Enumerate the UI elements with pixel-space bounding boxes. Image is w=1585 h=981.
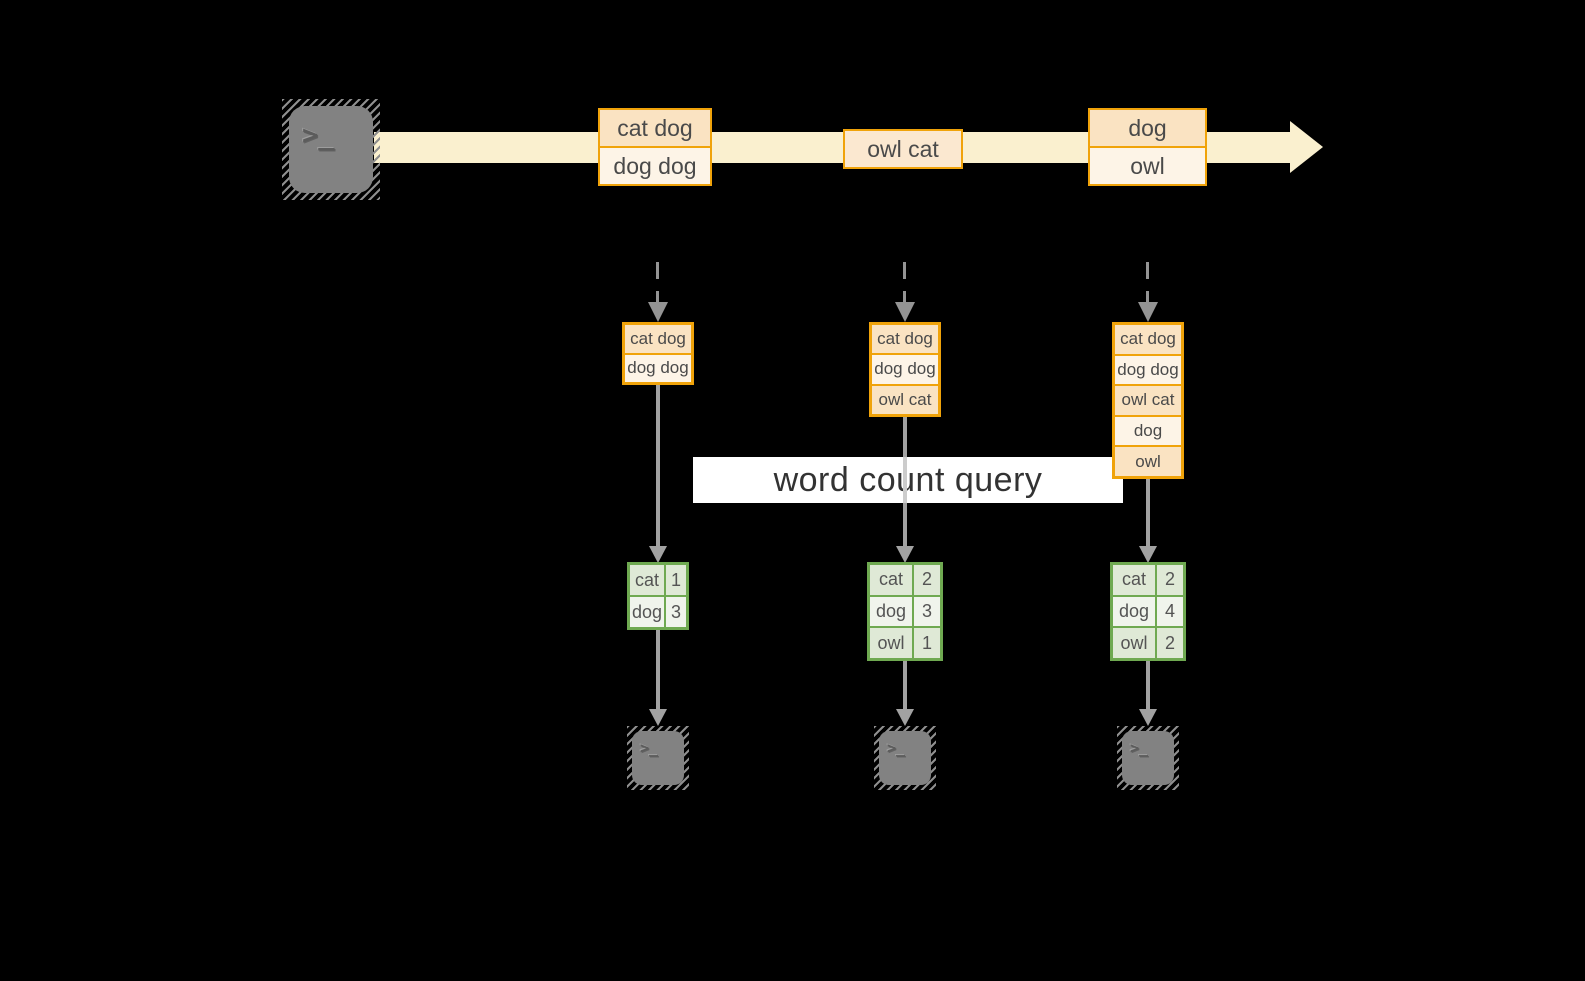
connector-arrowhead-icon	[896, 546, 914, 563]
input-table-3: cat dog dog dog owl cat dog owl	[1112, 322, 1184, 479]
terminal-prompt-glyph: >_	[640, 739, 659, 757]
terminal-sink-frame: >_	[1117, 726, 1179, 790]
stream-batch-1: cat dog dog dog	[598, 108, 712, 186]
input-record: cat dog	[872, 325, 938, 354]
stream-arrowhead-icon	[1290, 121, 1323, 173]
terminal-sink-frame: >_	[874, 726, 936, 790]
dashed-arrowhead-icon	[648, 302, 668, 322]
count-value-cell: 2	[914, 565, 940, 595]
input-table-2: cat dog dog dog owl cat	[869, 322, 941, 417]
count-value-cell: 4	[1157, 596, 1183, 627]
query-label-banner: word count query	[693, 457, 1123, 503]
count-word-cell: dog	[630, 597, 664, 627]
input-record: owl cat	[1115, 386, 1181, 415]
input-record: cat dog	[625, 325, 691, 353]
count-word-cell: owl	[870, 628, 912, 658]
connector-arrowhead-icon	[1139, 546, 1157, 563]
count-value-cell: 2	[1157, 565, 1183, 595]
dashed-arrow	[903, 262, 906, 302]
terminal-sink-frame: >_	[627, 726, 689, 790]
count-value-cell: 3	[666, 597, 686, 627]
count-word-cell: cat	[1113, 565, 1155, 595]
input-record: owl	[1115, 447, 1181, 476]
connector-arrowhead-icon	[896, 709, 914, 726]
terminal-source-frame: >_	[282, 99, 380, 200]
connector-arrowhead-icon	[1139, 709, 1157, 726]
connector-arrow	[656, 384, 660, 546]
connector-arrow	[1146, 477, 1150, 546]
count-value-cell: 1	[914, 628, 940, 658]
terminal-prompt-glyph: >_	[302, 120, 335, 151]
connector-arrow	[903, 661, 907, 710]
connector-arrowhead-icon	[649, 546, 667, 563]
count-table-2: cat 2 dog 3 owl 1	[867, 562, 943, 661]
connector-arrow	[656, 630, 660, 710]
input-record: dog	[1115, 416, 1181, 446]
input-table-1: cat dog dog dog	[622, 322, 694, 385]
count-value-cell: 3	[914, 596, 940, 627]
stream-batch-2: owl cat	[843, 129, 963, 169]
stream-batch-3: dog owl	[1088, 108, 1207, 186]
terminal-icon: >_	[1122, 731, 1174, 785]
dashed-arrow	[656, 262, 659, 302]
input-record: dog dog	[625, 354, 691, 382]
count-word-cell: dog	[1113, 596, 1155, 627]
input-record: owl cat	[872, 385, 938, 414]
count-word-cell: cat	[870, 565, 912, 595]
dashed-arrowhead-icon	[1138, 302, 1158, 322]
input-record: cat dog	[1115, 325, 1181, 354]
count-value-cell: 1	[666, 565, 686, 595]
count-table-1: cat 1 dog 3	[627, 562, 689, 630]
count-word-cell: dog	[870, 596, 912, 627]
stream-record: owl	[1090, 148, 1205, 184]
terminal-prompt-glyph: >_	[887, 739, 906, 757]
stream-record: cat dog	[600, 110, 710, 146]
count-word-cell: cat	[630, 565, 664, 595]
stream-record: dog dog	[600, 148, 710, 184]
connector-arrow	[1146, 661, 1150, 710]
connector-through-banner	[903, 457, 907, 503]
dashed-arrowhead-icon	[895, 302, 915, 322]
count-value-cell: 2	[1157, 628, 1183, 658]
stream-record: dog	[1090, 110, 1205, 146]
count-table-3: cat 2 dog 4 owl 2	[1110, 562, 1186, 661]
input-record: dog dog	[1115, 355, 1181, 385]
connector-arrowhead-icon	[649, 709, 667, 726]
terminal-icon: >_	[879, 731, 931, 785]
terminal-prompt-glyph: >_	[1130, 739, 1149, 757]
stream-record: owl cat	[845, 131, 961, 167]
count-word-cell: owl	[1113, 628, 1155, 658]
dashed-arrow	[1146, 262, 1149, 302]
terminal-icon: >_	[632, 731, 684, 785]
terminal-icon: >_	[289, 106, 373, 193]
input-record: dog dog	[872, 355, 938, 384]
